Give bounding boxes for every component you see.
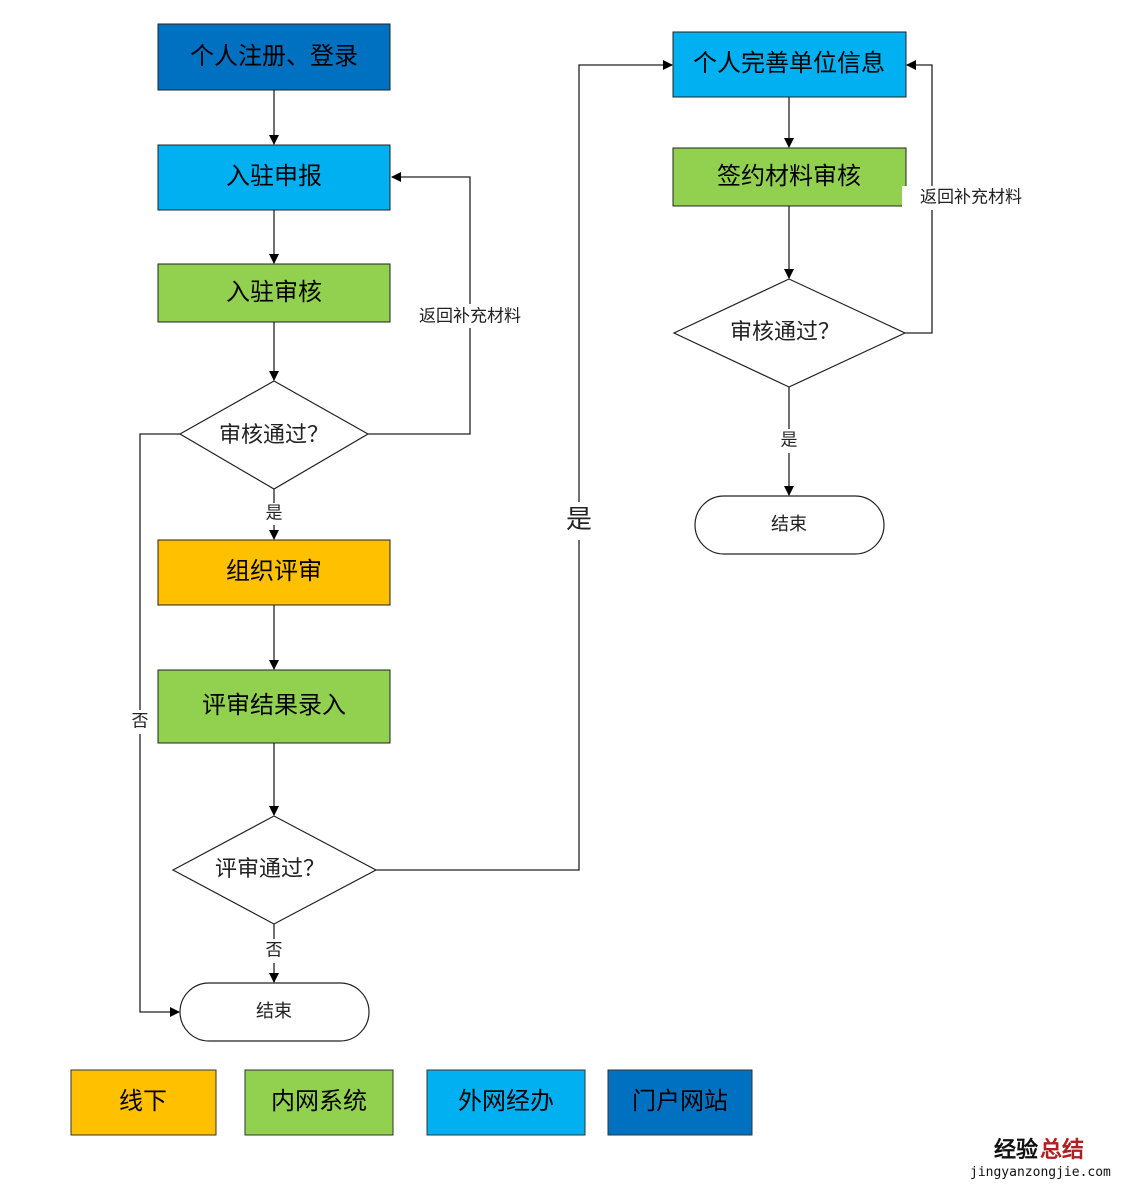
label-bg [778,429,800,453]
edge-label-no-bottom: 否 [266,941,283,961]
edge-label-yes-middle: 是 [566,505,592,535]
terminal-end-left: 结束 [179,982,370,1042]
terminal-end-right: 结束 [694,495,885,555]
decision-evaluation-pass: 评审通过？ [171,815,378,925]
label-bg [129,710,151,734]
watermark-cn-part1: 经验 [994,1137,1038,1163]
node-organize-review: 组织评审 [157,539,391,606]
node-settle-apply: 入驻申报 [157,144,391,211]
label-bg [263,939,285,963]
legend-item-offline: 线下 [70,1069,217,1136]
legend-swatch [426,1069,586,1136]
edge-label-return-supplement: 返回补充材料 [419,307,521,327]
legend-item-portal: 门户网站 [607,1069,753,1136]
terminal-shape [179,982,370,1042]
node-contract-material-review: 签约材料审核 [672,147,907,207]
process-box [672,31,907,98]
node-label: 组织评审 [226,557,322,585]
watermark-cn-part2: 总结 [1040,1137,1084,1163]
decision-label: 审核通过？ [219,423,329,448]
node-settle-review: 入驻审核 [157,263,391,323]
node-label: 个人注册、登录 [190,42,358,70]
legend-item-intranet: 内网系统 [244,1069,394,1136]
terminal-label: 结束 [256,1001,292,1022]
edge-label-yes-right: 是 [781,431,798,451]
node-label: 签约材料审核 [717,162,861,190]
process-box [157,144,391,211]
process-box [157,23,391,91]
node-review-result-entry: 评审结果录入 [157,669,391,744]
process-box [672,147,907,207]
decision-review-pass: 审核通过？ [178,380,370,490]
legend: 线下 内网系统 外网经办 门户网站 [70,1069,753,1136]
node-label: 个人完善单位信息 [693,49,885,77]
process-box [157,669,391,744]
process-box [157,263,391,323]
edge-label-return-supplement-right: 返回补充材料 [920,188,1022,208]
legend-label: 门户网站 [632,1087,728,1115]
watermark-url: jingyanzongjie.com [970,1165,1111,1180]
node-label: 入驻审核 [226,278,322,306]
node-complete-unit-info: 个人完善单位信息 [672,31,907,98]
watermark: 经验 总结 jingyanzongjie.com [970,1137,1111,1180]
label-bg [902,186,1040,210]
node-label: 入驻申报 [226,162,322,190]
terminal-label: 结束 [771,514,807,535]
legend-swatch [244,1069,394,1136]
legend-swatch [70,1069,217,1136]
node-label: 评审结果录入 [202,691,346,719]
decision-label: 评审通过？ [215,857,325,882]
legend-item-extranet: 外网经办 [426,1069,586,1136]
node-register-login: 个人注册、登录 [157,23,391,91]
legend-label: 外网经办 [458,1087,554,1115]
process-box [157,539,391,606]
label-bg [406,304,534,328]
label-bg [562,502,596,540]
label-bg [263,503,285,525]
edge-label-yes: 是 [266,504,283,524]
decision-label: 审核通过？ [730,320,840,345]
edge-label-no: 否 [132,712,149,732]
decision-review-pass-right: 审核通过？ [672,278,907,388]
legend-label: 线下 [119,1087,167,1115]
legend-swatch [607,1069,753,1136]
arrow-yes-to-complete-info [376,60,673,871]
legend-label: 内网系统 [271,1087,367,1115]
terminal-shape [694,495,885,555]
